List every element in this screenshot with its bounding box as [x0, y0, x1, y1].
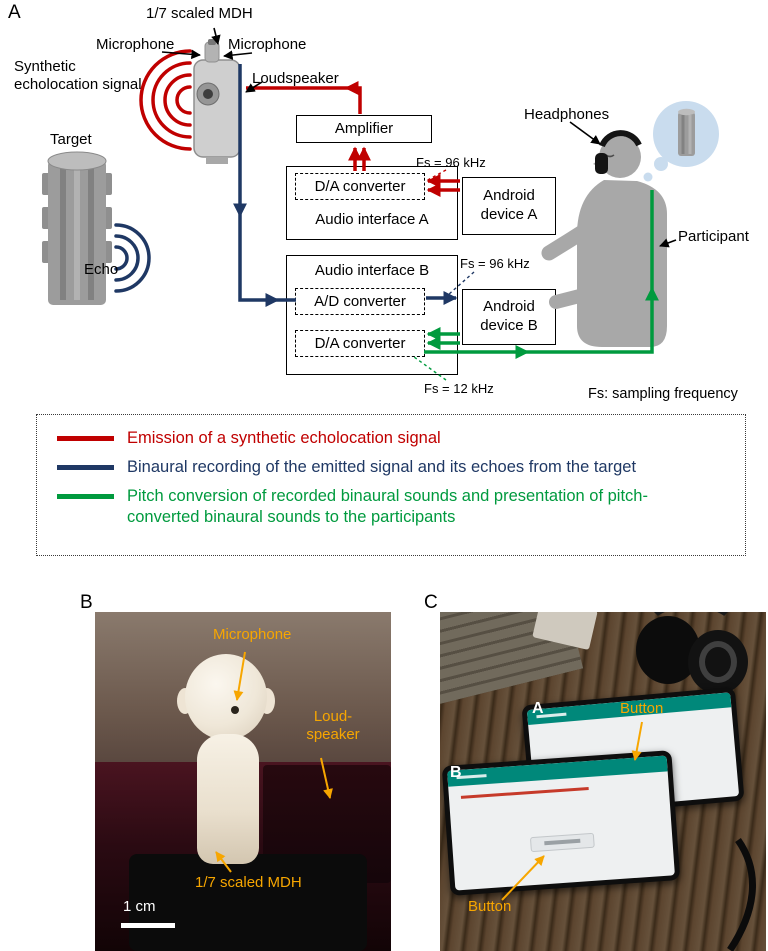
participant-figure [541, 130, 667, 347]
microphone-left-label: Microphone [96, 36, 175, 53]
amplifier-label: Amplifier [334, 119, 394, 137]
tablet-b-button [529, 832, 595, 853]
legend-line-navy [57, 465, 114, 471]
tablet-b-screen [447, 755, 675, 891]
headphones-label: Headphones [524, 106, 610, 123]
da-converter-b-box: D/A converter [295, 330, 425, 357]
audio-interface-b-label: Audio interface B [314, 262, 430, 279]
legend-text-recording: Binaural recording of the emitted signal… [127, 458, 637, 477]
tablet-b [441, 750, 681, 896]
target-label: Target [50, 131, 92, 148]
legend-item-emission: Emission of a synthetic echolocation sig… [53, 428, 735, 449]
photo-b-mdh-label: 1/7 scaled MDH [195, 874, 302, 891]
ad-converter-b-box: A/D converter [295, 288, 425, 315]
photo-b-microphone-label: Microphone [213, 626, 292, 643]
legend-item-presentation: Pitch conversion of recorded binaural so… [53, 486, 735, 528]
mdh-device [193, 39, 241, 164]
amplifier-box: Amplifier [296, 115, 432, 143]
scale-bar-label: 1 cm [123, 898, 156, 915]
mdh-body-photo [197, 734, 259, 864]
fs-96khz-a-label: Fs = 96 kHz [416, 155, 486, 170]
mdh-label: 1/7 scaled MDH [146, 5, 253, 22]
headphones-ring-photo [699, 641, 737, 683]
legend-box: Emission of a synthetic echolocation sig… [36, 414, 746, 556]
echo-label: Echo [84, 261, 119, 278]
android-device-b-box: Android device B [462, 289, 556, 345]
audio-interface-b-box: Audio interface B A/D converter D/A conv… [286, 255, 458, 375]
participant-label: Participant [678, 228, 749, 245]
thought-bubble [643, 101, 719, 182]
android-device-a-box: Android device A [462, 177, 556, 235]
photo-devices: A Button B Button [440, 612, 766, 951]
loudspeaker-label: Loudspeaker [252, 70, 339, 87]
fs-96khz-b-label: Fs = 96 kHz [460, 256, 530, 271]
ad-converter-b-label: A/D converter [314, 293, 406, 310]
legend-text-emission: Emission of a synthetic echolocation sig… [127, 429, 441, 447]
microphone-right-label: Microphone [228, 36, 307, 53]
panel-b-letter: B [80, 592, 93, 613]
fs-12khz-label: Fs = 12 kHz [424, 381, 494, 396]
black-base-photo [129, 854, 367, 951]
mdh-head-photo [185, 654, 267, 740]
photo-mdh: Microphone Loud- speaker 1/7 scaled MDH … [95, 612, 391, 951]
photo-c-device-a-label: A [532, 700, 544, 717]
fs-note: Fs: sampling frequency [588, 386, 738, 402]
target-object [42, 151, 112, 305]
echo-waves-icon [114, 223, 151, 293]
android-device-b-label: Android device B [480, 298, 538, 334]
da-converter-a-box: D/A converter [295, 173, 425, 200]
scale-bar [121, 923, 175, 928]
android-device-a-label: Android device A [480, 187, 538, 223]
photo-b-loudspeaker-label: Loud- speaker [306, 708, 360, 743]
tablet-b-appbar [447, 755, 668, 787]
da-converter-b-label: D/A converter [314, 335, 406, 352]
photo-c-button-top-label: Button [620, 700, 664, 717]
photo-c-button-bottom-label: Button [468, 898, 512, 915]
panel-c-letter: C [424, 592, 438, 613]
audio-interface-a-box: D/A converter Audio interface A [286, 166, 458, 240]
legend-text-presentation: Pitch conversion of recorded binaural so… [127, 487, 648, 527]
panel-a-letter: A [8, 2, 21, 23]
legend-line-red [57, 436, 114, 441]
tablet-b-progress-line [460, 786, 589, 799]
photo-c-device-b-label: B [450, 764, 462, 781]
cable-photo [727, 837, 756, 951]
legend-line-green [57, 494, 114, 500]
synthetic-signal-label: Synthetic echolocation signal [14, 58, 142, 94]
da-converter-a-label: D/A converter [314, 178, 406, 195]
headphones-icon [599, 130, 642, 148]
microphone-dot-photo [231, 706, 239, 714]
audio-interface-a-label: Audio interface A [315, 211, 429, 228]
legend-item-recording: Binaural recording of the emitted signal… [53, 457, 735, 478]
